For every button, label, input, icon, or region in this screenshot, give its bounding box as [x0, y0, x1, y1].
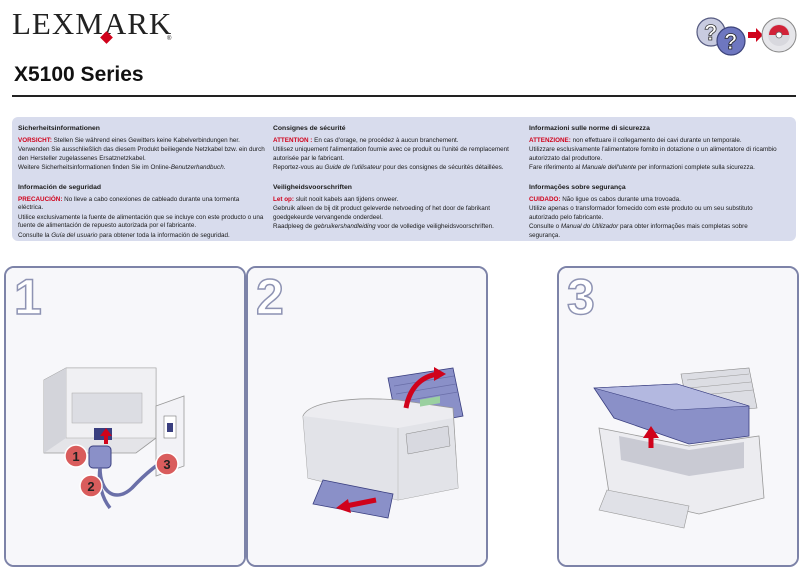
svg-text:3: 3 — [163, 457, 170, 472]
manual-reference: Manuale dell'utente — [581, 164, 637, 171]
safety-paragraph: Fare riferimento al Manuale dell'utente … — [529, 164, 777, 173]
svg-text:?: ? — [704, 20, 717, 45]
safety-heading-fr: Consignes de sécurité — [273, 125, 346, 132]
safety-heading-es: Información de seguridad — [18, 184, 102, 191]
safety-paragraph: Raadpleeg de gebruikershandleiding voor … — [273, 223, 521, 232]
warning-text: En cas d'orage, ne procédez à aucun bran… — [312, 136, 459, 144]
safety-warning-nl: Let op: sluit nooit kabels aan tijdens o… — [273, 196, 521, 205]
warning-text: Não ligue os cabos durante uma trovoada. — [560, 195, 681, 203]
safety-section-es: Información de seguridad PRECAUCIÓN: No … — [18, 184, 266, 241]
svg-text:2: 2 — [87, 479, 94, 494]
page-title: X5100 Series — [14, 63, 144, 86]
manual-reference: Guía del usuario — [51, 231, 98, 239]
text: per informazioni complete sulla sicurezz… — [636, 164, 755, 171]
svg-text:1: 1 — [72, 449, 79, 464]
cd-icon — [761, 17, 797, 53]
printer-trays-illustration — [302, 367, 464, 519]
text: pour des consignes de sécurités détaillé… — [381, 164, 504, 171]
safety-warning-fr: ATTENTION : En cas d'orage, ne procédez … — [273, 137, 521, 146]
step-panel-2: 2 — [246, 266, 488, 567]
step-panel-3: 3 — [557, 266, 799, 567]
warning-label: ATTENZIONE: — [529, 136, 571, 144]
safety-heading-it: Informazioni sulle norme di sicurezza — [529, 125, 650, 132]
callout-badge-3: 3 — [155, 452, 179, 476]
safety-section-pt: Informações sobre segurança CUIDADO: Não… — [529, 184, 777, 241]
text: Fare riferimento al — [529, 164, 582, 171]
text: Consulte o — [529, 223, 561, 230]
step-number: 1 — [13, 268, 42, 326]
printer-open-illustration — [593, 367, 765, 529]
safety-warning-es: PRECAUCIÓN: No lleve a cabo conexiones d… — [18, 196, 266, 213]
registered-mark: ® — [167, 36, 173, 42]
text: Raadpleeg de — [273, 223, 314, 230]
manual-reference: gebruikershandleiding — [313, 223, 376, 230]
safety-column-it-pt: Informazioni sulle norme di sicurezza AT… — [529, 125, 777, 239]
safety-heading-nl: Veiligheidsvoorschriften — [273, 184, 352, 191]
text: Consulte la — [18, 231, 52, 239]
safety-column-de-es: Sicherheitsinformationen VORSICHT: Stell… — [18, 125, 266, 239]
title-divider — [12, 95, 796, 97]
text: Reportez-vous au — [273, 164, 325, 171]
warning-label: VORSICHT: — [18, 136, 52, 144]
safety-heading-pt: Informações sobre segurança — [529, 184, 626, 191]
warning-text: sluit nooit kabels aan tijdens onweer. — [294, 195, 399, 203]
text: . — [223, 164, 226, 171]
safety-info-box — [12, 117, 796, 241]
safety-paragraph: Consulte o Manual do Utilizador para obt… — [529, 223, 777, 240]
help-question-icon: ? ? — [696, 17, 746, 56]
safety-warning-de: VORSICHT: Stellen Sie während eines Gewi… — [18, 137, 266, 146]
safety-paragraph: Weitere Sicherheitsinformationen finden … — [18, 164, 266, 173]
warning-label: PRECAUCIÓN: — [18, 195, 63, 203]
help-cd-icon: ? ? — [696, 17, 797, 56]
callout-badge-1: 1 — [64, 444, 88, 468]
lexmark-logo: LEXMARK ® — [12, 6, 173, 44]
safety-paragraph: Gebruik alleen de bij dit product geleve… — [273, 205, 491, 221]
warning-text: Stellen Sie während eines Gewitters kein… — [51, 136, 240, 144]
warning-text: non effettuare il collegamento dei cavi … — [570, 136, 742, 144]
safety-warning-it: ATTENZIONE: non effettuare il collegamen… — [529, 137, 777, 146]
manual-reference: Manual do Utilizador — [560, 223, 619, 230]
svg-text:?: ? — [724, 29, 737, 54]
safety-paragraph: Consulte la Guía del usuario para obtene… — [18, 232, 266, 241]
safety-paragraph: Utilize apenas o transformador fornecido… — [529, 205, 753, 221]
warning-text: No lleve a cabo conexiones de cableado d… — [18, 195, 240, 212]
text: voor de volledige veiligheidsvoorschrift… — [375, 223, 494, 230]
safety-paragraph: Verwenden Sie ausschließlich das diesem … — [18, 146, 265, 162]
step-panel-1: 1 2 3 1 — [4, 266, 246, 567]
text: Weitere Sicherheitsinformationen finden … — [18, 164, 171, 171]
safety-column-fr-nl: Consignes de sécurité ATTENTION : En cas… — [273, 125, 521, 230]
warning-label: Let op: — [273, 195, 294, 203]
callout-badge-2: 2 — [79, 474, 103, 498]
warning-label: CUIDADO: — [529, 195, 561, 203]
safety-paragraph: Utilice exclusivamente la fuente de alim… — [18, 213, 264, 230]
manual-reference: Guide de l'utilisateur — [324, 164, 382, 171]
manual-reference: Benutzerhandbuch — [170, 164, 224, 171]
text: para obtener toda la información de segu… — [97, 231, 230, 239]
safety-paragraph: Reportez-vous au Guide de l'utilisateur … — [273, 164, 521, 173]
text: para obter informações mais completas so… — [529, 223, 748, 239]
safety-paragraph: Utilizzare esclusivamente l'alimentatore… — [529, 146, 777, 162]
safety-section-nl: Veiligheidsvoorschriften Let op: sluit n… — [273, 184, 521, 233]
printer-power-illustration: 1 2 3 — [43, 367, 185, 510]
safety-warning-pt: CUIDADO: Não ligue os cabos durante uma … — [529, 196, 777, 205]
step-number: 3 — [566, 268, 595, 326]
warning-label: ATTENTION : — [273, 136, 313, 144]
logo-text: LEXMARK — [12, 6, 173, 41]
safety-heading-de: Sicherheitsinformationen — [18, 125, 100, 132]
safety-paragraph: Utilisez uniquement l'alimentation fourn… — [273, 146, 509, 162]
step-number: 2 — [255, 268, 284, 326]
